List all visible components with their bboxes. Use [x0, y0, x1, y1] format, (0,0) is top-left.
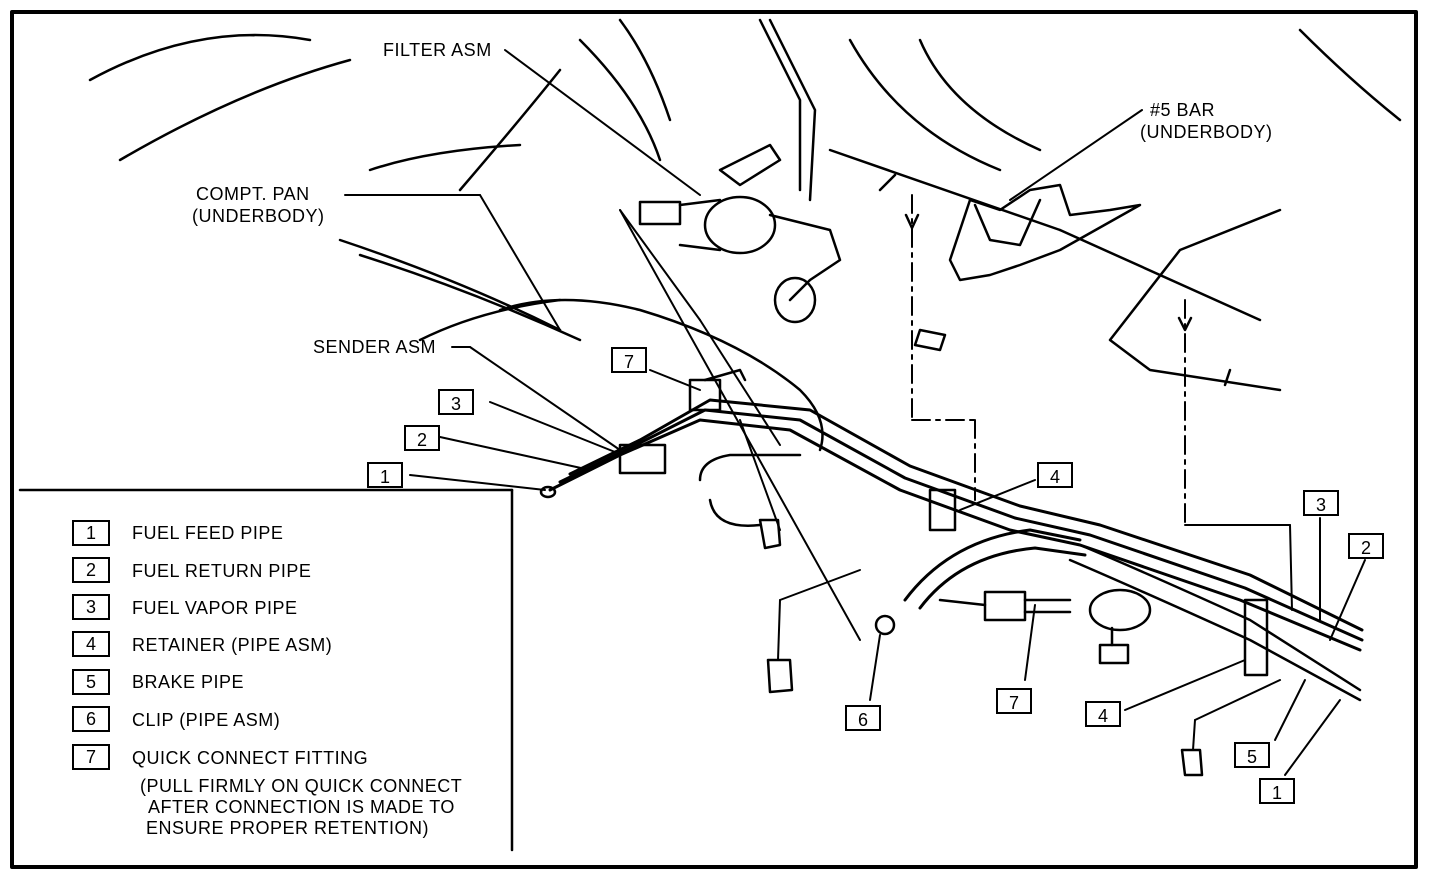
- quick-connect-body: [938, 598, 987, 607]
- body-contour: [368, 143, 522, 172]
- fastener: [1180, 748, 1204, 777]
- callout-bar5-line1: #5 BAR: [1150, 100, 1216, 120]
- brake-pipe: [1068, 558, 1362, 702]
- callout-box-retainer-upper: 4: [1037, 462, 1073, 488]
- quick-connect-body: [983, 590, 1027, 622]
- body-contour: [1058, 228, 1262, 322]
- filter-loop: [773, 276, 817, 324]
- callout-box-return-pipe-right: 2: [1348, 533, 1384, 559]
- filter-bracket: [718, 143, 782, 187]
- legend-note-line1: (PULL FIRMLY ON QUICK CONNECT: [140, 776, 463, 796]
- callout-box-return-pipe-left: 2: [404, 425, 440, 451]
- filter-pipe: [768, 213, 842, 302]
- pipe-return: [558, 408, 1364, 642]
- callout-bar5-line2: (UNDERBODY): [1140, 122, 1273, 142]
- fastener: [758, 518, 782, 550]
- legend-label-1: FUEL FEED PIPE: [132, 523, 284, 543]
- body-contour: [848, 38, 1002, 172]
- filter-body: [678, 243, 722, 252]
- arrow-head: [904, 213, 920, 230]
- callout-box-feed-pipe-right: 1: [1259, 778, 1295, 804]
- callout-box-retainer-lower: 4: [1085, 701, 1121, 727]
- pipe-end: [539, 485, 557, 499]
- callout-box-quick-connect-upper: 7: [611, 347, 647, 373]
- body-contour: [758, 18, 802, 192]
- sender-clamp: [618, 443, 667, 475]
- quick-connect-tag: [1098, 643, 1130, 665]
- legend-label-5: BRAKE PIPE: [132, 672, 245, 692]
- legend-num-4: 4: [72, 631, 110, 657]
- callout-box-quick-connect-lower: 7: [996, 688, 1032, 714]
- legend-num-7: 7: [72, 744, 110, 770]
- legend-note-line3: ENSURE PROPER RETENTION): [146, 818, 430, 838]
- hose: [918, 546, 1087, 610]
- body-contour: [1223, 368, 1232, 387]
- body-contour: [828, 148, 1062, 232]
- callout-box-vapor-pipe-left: 3: [438, 389, 474, 415]
- body-contour: [878, 173, 897, 192]
- callout-box-vapor-pipe-right: 3: [1303, 490, 1339, 516]
- body-contour: [1298, 28, 1402, 122]
- filter-fitting: [638, 200, 682, 226]
- bracket: [913, 328, 947, 352]
- compt-pan-outline: [338, 238, 562, 332]
- body-contour: [1108, 208, 1282, 392]
- body-contour: [918, 38, 1042, 152]
- body-contour: [118, 58, 352, 162]
- sender-fitting: [688, 378, 722, 412]
- body-contour: [458, 68, 562, 192]
- legend-num-3: 3: [72, 594, 110, 620]
- callout-compt-pan-line2: (UNDERBODY): [192, 206, 325, 226]
- compt-pan-outline: [418, 298, 562, 342]
- filter-body: [703, 195, 777, 255]
- retainer: [928, 488, 957, 532]
- callout-compt-pan-line1: COMPT. PAN: [196, 184, 310, 204]
- body-contour: [618, 18, 672, 122]
- outer-frame: [10, 10, 1418, 869]
- leader-lines: [344, 49, 1366, 776]
- compt-pan-outline: [498, 298, 824, 452]
- bar5-shape: [948, 183, 1142, 282]
- callout-box-feed-pipe-left: 1: [367, 462, 403, 488]
- bar5-shape: [973, 198, 1042, 247]
- sender-fitting: [703, 368, 747, 382]
- callout-sender-asm: SENDER ASM: [313, 337, 437, 357]
- legend-num-6: 6: [72, 706, 110, 732]
- body-contour: [88, 33, 312, 82]
- legend-label-4: RETAINER (PIPE ASM): [132, 635, 333, 655]
- clip: [874, 614, 896, 636]
- pipe-loop: [708, 498, 762, 527]
- legend-label-2: FUEL RETURN PIPE: [132, 561, 312, 581]
- compt-pan-outline: [358, 253, 582, 342]
- quick-connect-loop: [1088, 588, 1152, 632]
- pipe-feed: [548, 418, 1362, 652]
- callout-box-clip: 6: [845, 705, 881, 731]
- fastener: [766, 658, 794, 694]
- legend-num-5: 5: [72, 669, 110, 695]
- body-contour: [768, 18, 817, 202]
- quick-connect-body: [1023, 598, 1072, 614]
- pipe-vapor: [568, 398, 1364, 632]
- legend-num-2: 2: [72, 557, 110, 583]
- callout-filter-asm: FILTER ASM: [383, 40, 492, 60]
- brake-pipe: [1078, 543, 1362, 692]
- hose: [903, 528, 1082, 602]
- arrow-head: [1177, 316, 1193, 332]
- locator-lines: [911, 194, 1186, 526]
- body-contour: [578, 38, 662, 162]
- filter-body: [678, 198, 722, 207]
- legend-label-3: FUEL VAPOR PIPE: [132, 598, 298, 618]
- legend-num-1: 1: [72, 520, 110, 546]
- callout-box-brake-pipe: 5: [1234, 742, 1270, 768]
- pipe-loop: [698, 453, 802, 482]
- legend-note-line2: AFTER CONNECTION IS MADE TO: [148, 797, 455, 817]
- legend-label-7: QUICK CONNECT FITTING: [132, 748, 369, 768]
- legend-label-6: CLIP (PIPE ASM): [132, 710, 281, 730]
- retainer: [1243, 598, 1269, 677]
